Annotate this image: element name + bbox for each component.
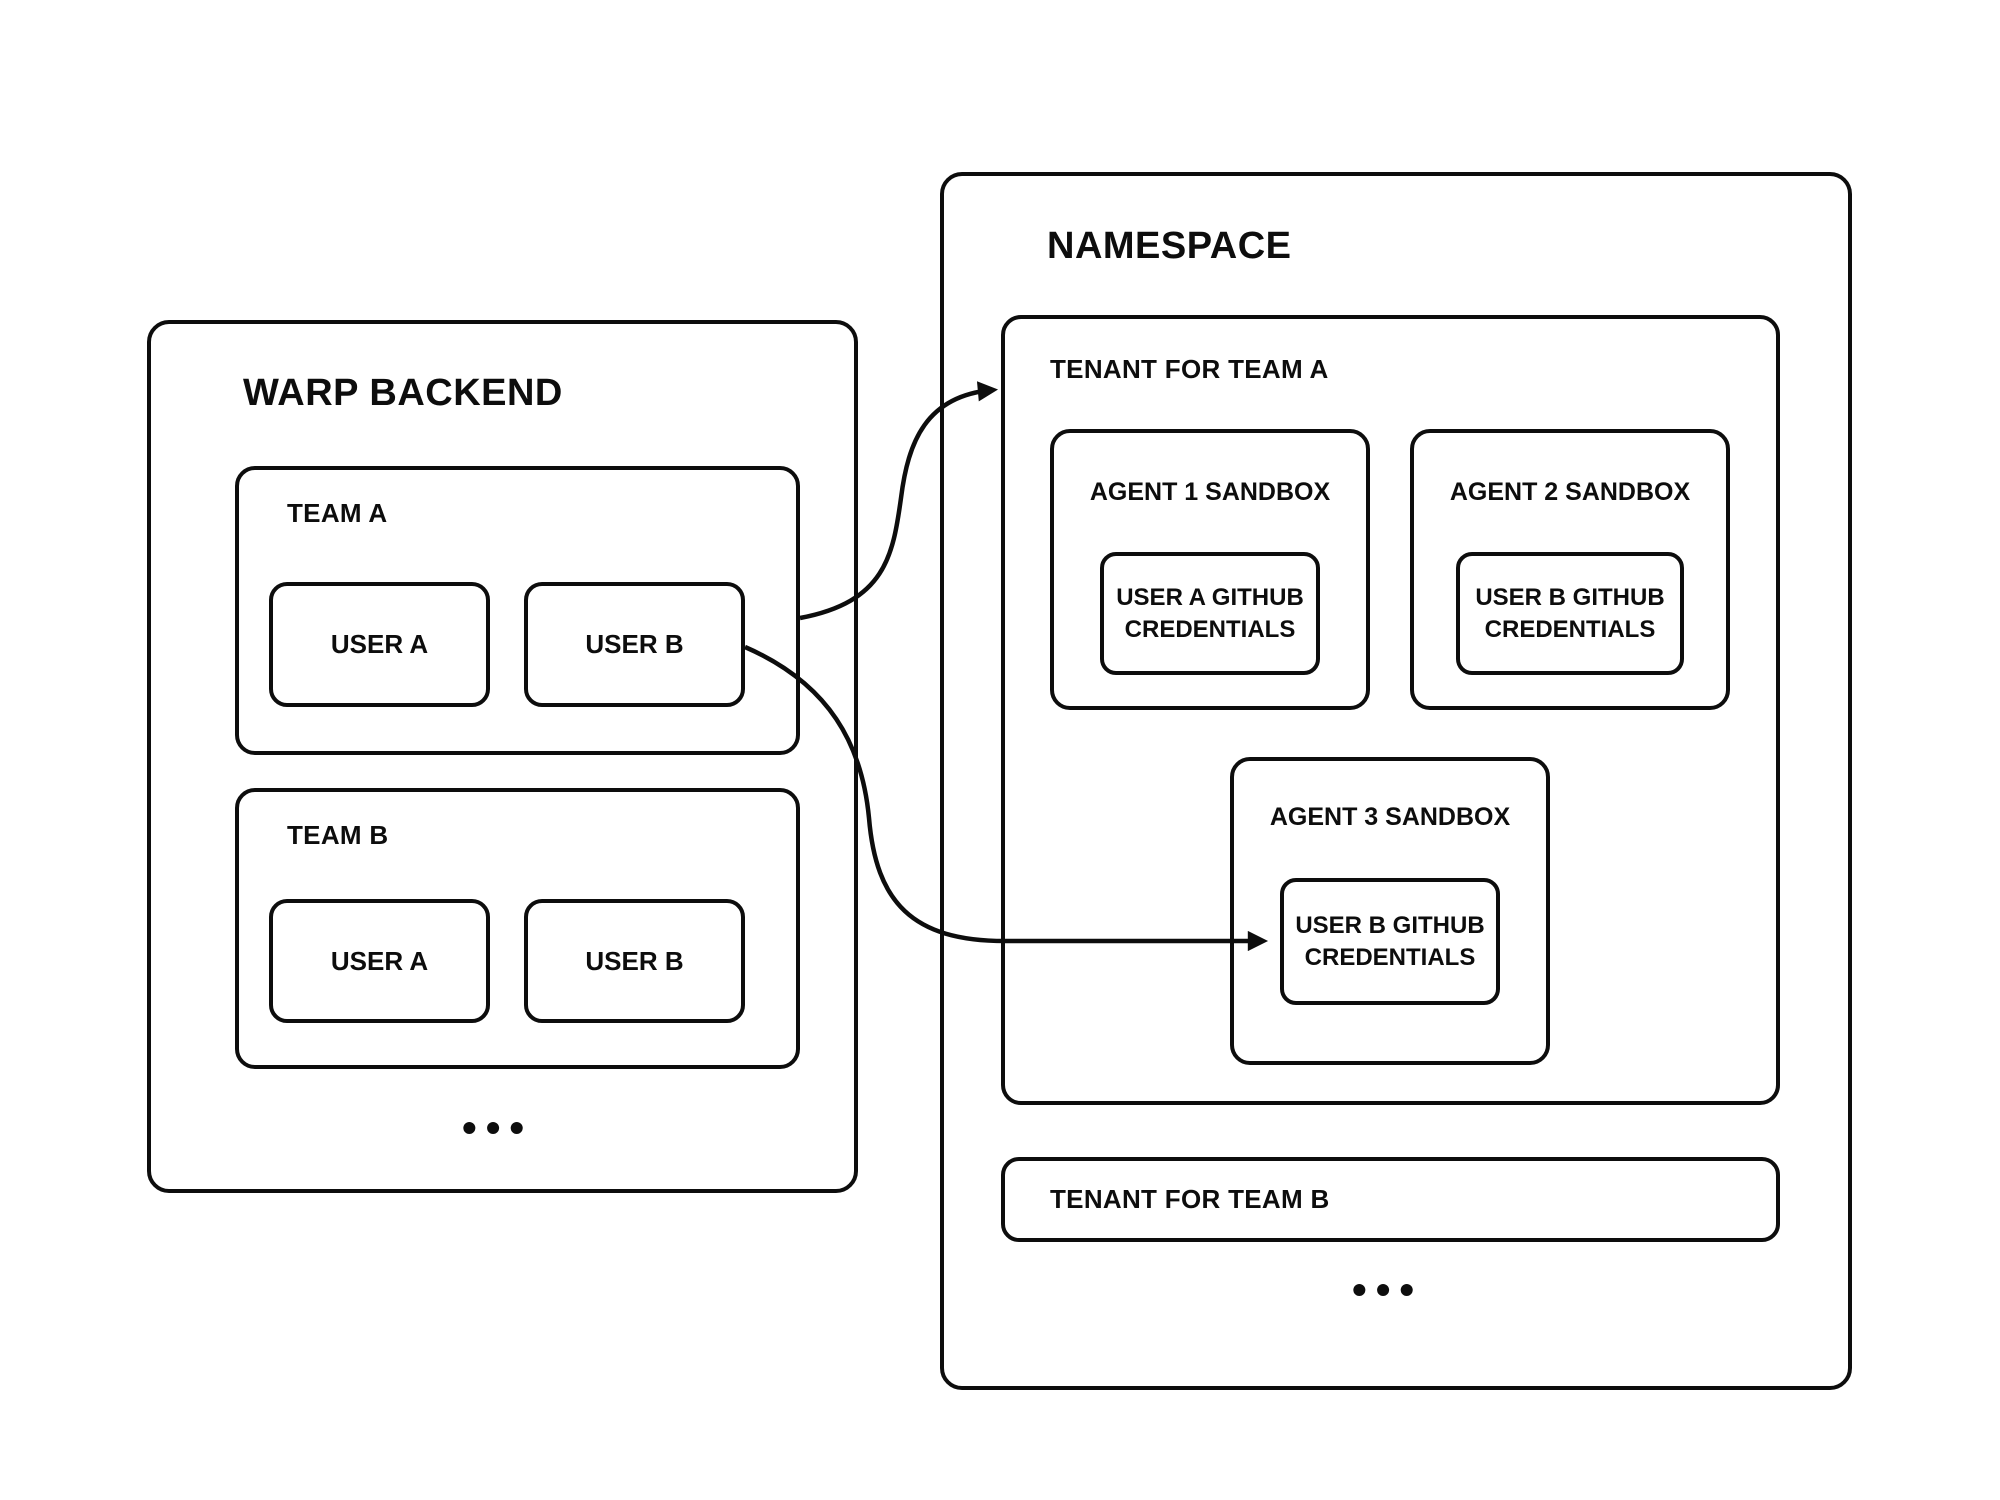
agent-2-sandbox-label: AGENT 2 SANDBOX — [1449, 478, 1691, 506]
team-a-label: TEAM A — [287, 498, 388, 528]
agent-2-user-b-credentials-label: USER B GITHUB CREDENTIALS — [1475, 584, 1665, 643]
agent-3-sandbox-label: AGENT 3 SANDBOX — [1269, 803, 1511, 831]
tenant-team-b-box — [1001, 1157, 1780, 1242]
warp-backend-ellipsis-dots: ••• — [462, 1104, 534, 1151]
agent-1-user-a-credentials-box: USER A GITHUB CREDENTIALS — [1100, 552, 1320, 675]
tenant-team-a-label: TENANT FOR TEAM A — [1050, 354, 1329, 384]
agent-1-sandbox-label: AGENT 1 SANDBOX — [1089, 478, 1331, 506]
namespace-title: NAMESPACE — [1047, 225, 1292, 267]
team-b-user-a-label: USER A — [330, 945, 429, 976]
team-b-user-a-box: USER A — [269, 899, 490, 1023]
team-a-user-a-label: USER A — [330, 629, 429, 659]
agent-3-user-b-credentials-box: USER B GITHUB CREDENTIALS — [1280, 878, 1500, 1005]
agent-1-user-a-credentials-label: USER A GITHUB CREDENTIALS — [1116, 584, 1304, 643]
warp-backend-title: WARP BACKEND — [243, 372, 563, 414]
team-a-user-a-box: USER A — [269, 582, 490, 707]
agent-3-user-b-credentials-label: USER B GITHUB CREDENTIALS — [1295, 912, 1485, 971]
namespace-ellipsis-dots: ••• — [1352, 1266, 1424, 1313]
tenant-team-b-label: TENANT FOR TEAM B — [1050, 1184, 1330, 1214]
team-a-user-b-box: USER B — [524, 582, 745, 707]
team-a-user-b-label: USER B — [585, 629, 684, 659]
team-b-label: TEAM B — [287, 820, 389, 850]
team-b-user-b-label: USER B — [585, 945, 684, 976]
team-b-user-b-box: USER B — [524, 899, 745, 1023]
agent-2-user-b-credentials-box: USER B GITHUB CREDENTIALS — [1456, 552, 1684, 675]
